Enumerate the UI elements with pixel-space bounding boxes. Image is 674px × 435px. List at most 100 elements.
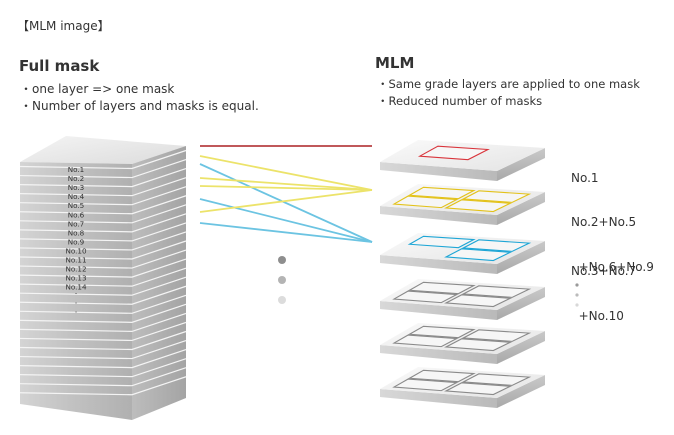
layer-separator	[19, 158, 187, 179]
mask-plates	[380, 140, 545, 408]
mask-plate	[380, 140, 545, 181]
mask-label-3-line-2: +No.10	[571, 309, 624, 323]
continuation-dot-1	[278, 256, 286, 264]
plate-side-face	[497, 192, 545, 225]
layer-label: No.14	[65, 283, 87, 292]
mask-label-2-line-1: No.2+No.5	[571, 215, 637, 229]
plate-front-face	[380, 255, 497, 274]
plate-side-face	[497, 287, 545, 320]
mask-label-3: No.3+No.7 +No.10	[571, 234, 636, 339]
mask-pattern-rect	[407, 186, 476, 200]
mask-pattern-rect	[392, 334, 459, 348]
mask-pattern-rect	[461, 329, 532, 342]
plate-front-face	[380, 389, 497, 408]
mask-pattern-rect	[444, 199, 513, 213]
mlm-bullet-2: ・Reduced number of masks	[377, 94, 543, 108]
layer-label: No.12	[65, 265, 86, 274]
layer-separator	[19, 294, 187, 314]
layer-separator	[19, 204, 187, 224]
layer-ellipsis-dot: ·	[75, 290, 78, 299]
plate-front-face	[380, 345, 497, 364]
mask-label-1: No.1	[571, 141, 599, 201]
mask-label-2: No.2+No.5 +No.6+No.9	[571, 185, 654, 290]
layer-label: No.4	[68, 192, 85, 201]
layer-separator	[19, 149, 187, 170]
mask-pattern-rect	[417, 145, 490, 161]
plate-front-face	[380, 162, 497, 181]
continuation-dot-2	[278, 276, 286, 284]
layer-label: No.8	[68, 228, 85, 237]
layer-separator	[19, 376, 187, 396]
mask-continuation-dot-1	[575, 283, 579, 287]
mask-plate	[380, 323, 545, 364]
layer-label: No.6	[68, 210, 85, 219]
mask-pattern-rect	[444, 248, 513, 262]
mask-plate	[380, 367, 545, 408]
mask-pattern-rect	[392, 195, 459, 209]
mask-pattern-rect	[407, 235, 476, 249]
layer-separator	[19, 249, 187, 269]
connection-line	[199, 189, 373, 213]
connection-line	[199, 222, 373, 243]
mask-label-1-line-1: No.1	[571, 171, 599, 185]
full-mask-bullet-1: ・one layer => one mask	[20, 82, 175, 96]
layer-separator	[19, 168, 187, 188]
mask-plate	[380, 279, 545, 320]
mask-plate	[380, 184, 545, 225]
mask-pattern-rect	[444, 382, 513, 396]
layer-separator	[19, 195, 187, 215]
connection-line	[199, 155, 373, 191]
mask-pattern-rect	[461, 190, 532, 203]
connection-line	[199, 177, 373, 191]
mask-pattern-rect	[444, 338, 513, 352]
layer-label: No.3	[68, 183, 85, 192]
layer-separator	[19, 177, 187, 197]
layer-label: No.11	[65, 256, 86, 265]
layer-separator	[19, 231, 187, 251]
layer-separator	[19, 312, 187, 333]
mask-label-3-line-1: No.3+No.7	[571, 264, 637, 278]
connection-line	[199, 163, 373, 243]
diagram-caption: 【MLM image】	[17, 19, 110, 33]
plate-front-face	[380, 206, 497, 225]
mlm-bullet-1: ・Same grade layers are applied to one ma…	[377, 77, 640, 91]
mask-pattern-rect	[392, 378, 459, 392]
layer-label: No.9	[68, 237, 85, 246]
layer-separator	[19, 267, 187, 287]
mask-pattern-rect	[407, 325, 476, 339]
layer-labels: No.1No.2No.3No.4No.5No.6No.7No.8No.9No.1…	[65, 165, 87, 317]
mask-pattern-rect	[392, 290, 459, 304]
stack-front-face	[20, 162, 132, 420]
plate-side-face	[497, 375, 545, 408]
layer-separators	[19, 149, 187, 396]
layer-label: No.1	[68, 165, 85, 174]
mask-pattern-rect	[407, 281, 476, 295]
layer-separator	[19, 321, 187, 342]
mask-label-2-line-2: +No.6+No.9	[571, 260, 654, 274]
layer-ellipsis-dot: ·	[75, 308, 78, 317]
layer-separator	[19, 358, 187, 378]
layer-separator	[19, 258, 187, 278]
plate-side-face	[497, 331, 545, 364]
connection-line	[199, 198, 373, 243]
layer-label: No.2	[68, 174, 85, 183]
plate-side-face	[497, 148, 545, 181]
layer-separator	[19, 276, 187, 296]
layer-separator	[19, 240, 187, 260]
stack-top-face	[20, 136, 186, 164]
layer-ellipsis-dot: ·	[75, 299, 78, 308]
mlm-title: MLM	[375, 54, 415, 72]
mask-pattern-rect	[444, 294, 513, 308]
layer-stack: No.1No.2No.3No.4No.5No.6No.7No.8No.9No.1…	[19, 136, 187, 420]
full-mask-title: Full mask	[19, 57, 100, 75]
layer-separator	[19, 303, 187, 323]
connection-line	[199, 185, 373, 191]
continuation-dot-3	[278, 296, 286, 304]
layer-separator	[19, 186, 187, 206]
layer-separator	[19, 349, 187, 369]
full-mask-bullet-2: ・Number of layers and masks is equal.	[20, 99, 259, 113]
layer-label: No.7	[68, 219, 85, 228]
plate-front-face	[380, 301, 497, 320]
layer-separator	[19, 367, 187, 387]
